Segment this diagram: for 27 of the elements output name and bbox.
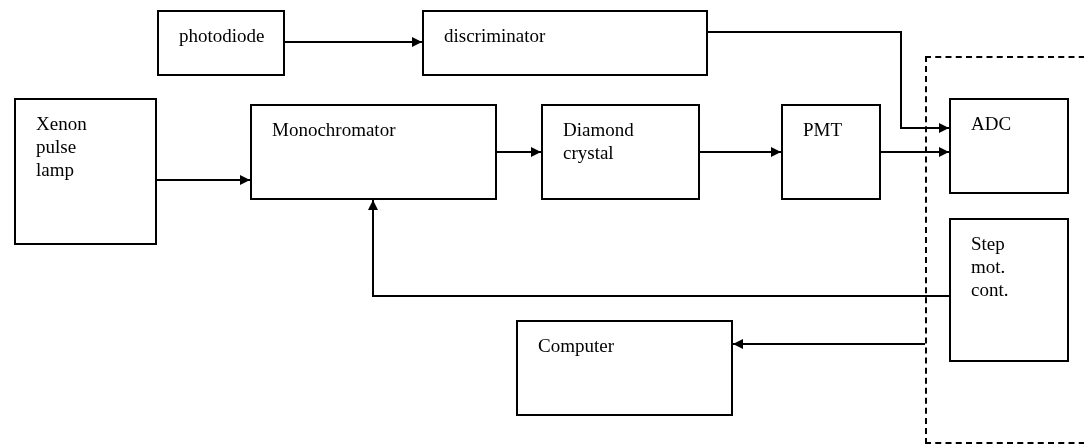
block-label: Computer [538,334,615,357]
block-box [949,98,1069,194]
block-label: Step mot. cont. [971,232,1010,301]
arrow [156,175,251,185]
arrow [732,339,926,349]
block-box [422,10,708,76]
dashed-group-box [925,56,1084,444]
arrow [880,147,950,157]
block-box [541,104,700,200]
block-label: ADC [971,112,1013,135]
block-label: discriminator [444,24,547,47]
block-box [14,98,157,245]
block-label: photodiode [179,24,266,47]
block-label: Diamond crystal [563,118,635,164]
block-label: PMT [803,118,844,141]
block-box [250,104,497,200]
arrow [496,147,542,157]
block-box [516,320,733,416]
arrow [699,147,782,157]
arrow [284,37,423,47]
block-label: Xenon pulse lamp [36,112,88,181]
block-label: Monochromator [272,118,397,141]
arrow [368,199,950,297]
block-box [949,218,1069,362]
block-box [157,10,285,76]
arrow [707,31,950,133]
block-box [781,104,881,200]
